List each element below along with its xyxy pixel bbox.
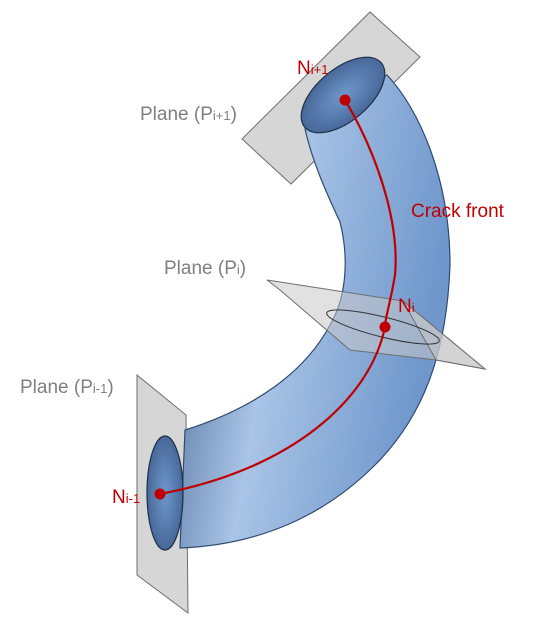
label-plane-middle-sub: i [236, 262, 240, 277]
label-node-bottom: Ni-1 [112, 487, 140, 509]
label-plane-bottom: Plane (Pi-1) [20, 377, 114, 399]
node-top-point [339, 94, 351, 106]
label-plane-top-sub: i+1 [212, 108, 231, 123]
label-node-mid-main: N [398, 296, 412, 317]
label-node-mid-sub: i [411, 300, 415, 315]
label-node-bottom-main: N [112, 487, 126, 508]
label-plane-bottom-sub: i-1 [92, 381, 108, 396]
label-node-bottom-sub: i-1 [125, 491, 141, 506]
label-plane-bottom-prefix: Plane (P [20, 377, 93, 398]
label-crack-front: Crack front [411, 201, 504, 222]
node-bottom-point [154, 488, 166, 500]
label-node-top: Ni+1 [297, 58, 328, 80]
label-plane-middle: Plane (Pi) [164, 258, 246, 280]
pipe-body [179, 74, 451, 549]
label-plane-middle-suffix: ) [239, 258, 247, 279]
plane-middle-lower [402, 300, 487, 370]
label-plane-top-suffix: ) [230, 104, 237, 125]
label-node-mid: Ni [398, 296, 415, 318]
crack-front-curve [159, 99, 397, 496]
label-plane-top: Plane (Pi+1) [140, 104, 237, 126]
label-plane-bottom-suffix: ) [107, 377, 114, 398]
label-plane-top-prefix: Plane (P [140, 104, 213, 125]
label-node-top-main: N [297, 58, 311, 79]
label-plane-middle-prefix: Plane (P [164, 258, 237, 279]
node-mid-point [379, 321, 391, 333]
label-node-top-sub: i+1 [310, 62, 329, 77]
